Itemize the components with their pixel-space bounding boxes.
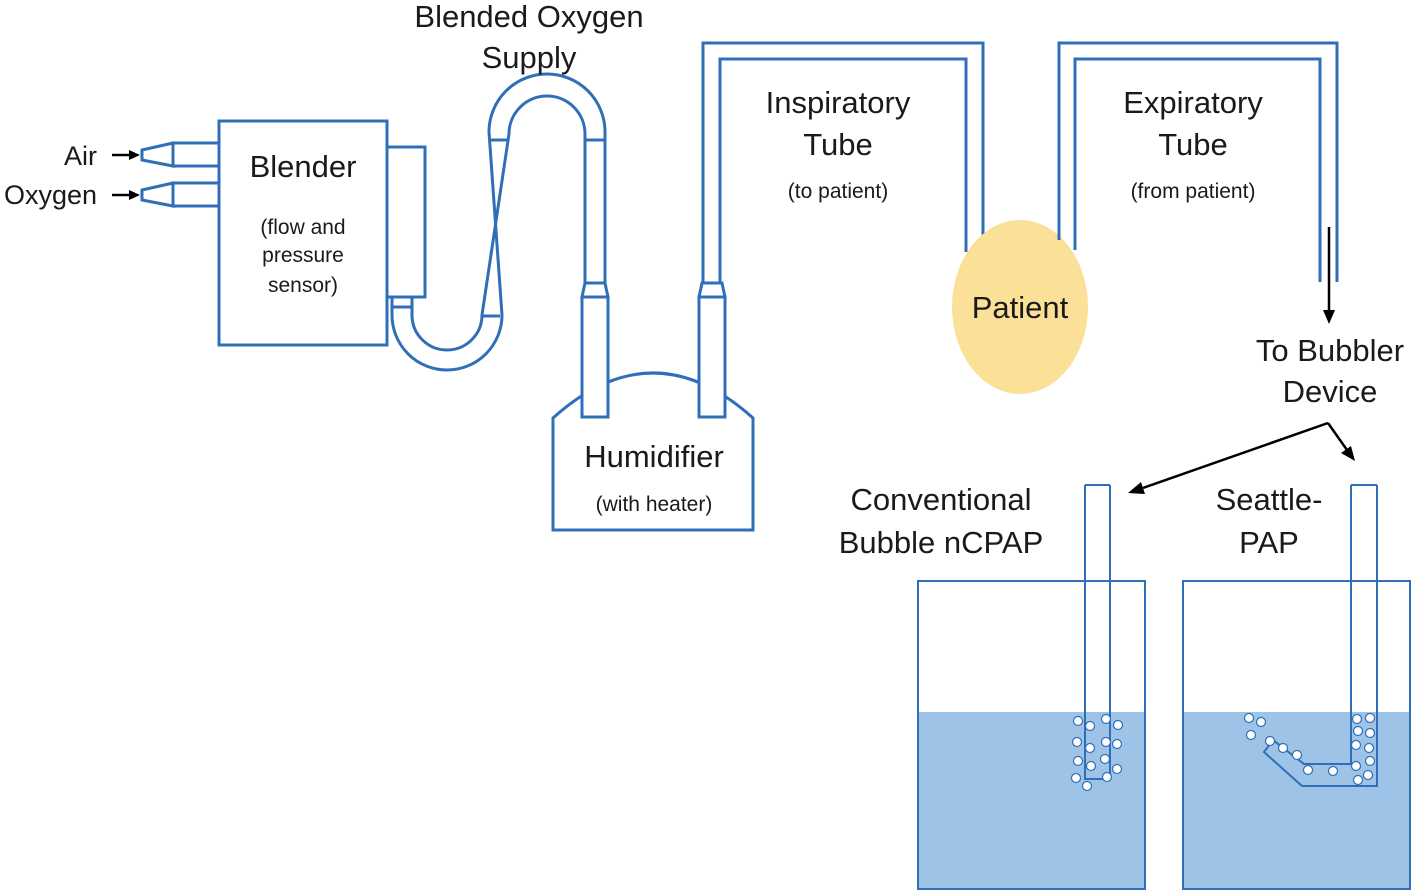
to-bubbler-arrow [1323, 227, 1335, 324]
air-label: Air [64, 141, 97, 171]
seattle-angled-tube [1262, 484, 1378, 787]
humidifier-title: Humidifier [584, 439, 724, 474]
humidifier-outlet [697, 281, 727, 419]
inspiratory-label-line1: Inspiratory [766, 85, 911, 120]
expiratory-tube [1057, 41, 1339, 282]
humidifier-subtitle: (with heater) [596, 493, 713, 516]
seattle-label-line1: Seattle- [1216, 482, 1323, 517]
air-connector [140, 141, 221, 168]
seattle-bubbles [1243, 712, 1376, 786]
air-input-arrow [112, 150, 140, 160]
inspiratory-label-line2: Tube [803, 127, 873, 162]
conventional-label-line2: Bubble nCPAP [839, 525, 1044, 560]
blender-title: Blender [250, 149, 357, 184]
oxygen-connector [140, 181, 221, 208]
conventional-water-bottle [917, 580, 1146, 890]
expiratory-subtitle: (from patient) [1131, 180, 1256, 203]
blender-subtitle-line2: pressure [262, 244, 344, 267]
split-arrow-to-conventional [1128, 421, 1329, 494]
inspiratory-subtitle: (to patient) [788, 180, 888, 203]
patient-node [952, 220, 1088, 394]
blended-oxygen-supply-tube [390, 72, 607, 372]
blender-subtitle-line3: sensor) [268, 274, 338, 297]
seattle-label-line2: PAP [1239, 525, 1299, 560]
bubbler-label-line2: Device [1283, 374, 1378, 409]
conventional-bubbles [1070, 713, 1124, 792]
blender-outlet [385, 145, 427, 299]
conventional-label-line1: Conventional [851, 482, 1032, 517]
seattle-water-bottle [1182, 580, 1411, 890]
blended-supply-label-line1: Blended Oxygen [414, 0, 643, 34]
bubbler-label-line1: To Bubbler [1256, 333, 1404, 368]
inspiratory-tube [701, 41, 985, 283]
split-arrow-to-seattle [1326, 422, 1355, 461]
blender-subtitle-line1: (flow and [260, 216, 345, 239]
humidifier-inlet [580, 281, 610, 419]
patient-label: Patient [972, 290, 1069, 325]
expiratory-label-line2: Tube [1158, 127, 1228, 162]
blended-supply-label-line2: Supply [482, 40, 577, 75]
oxygen-label: Oxygen [4, 180, 97, 210]
conventional-submerged-tube [1084, 484, 1111, 780]
blender-box [217, 119, 389, 347]
expiratory-label-line1: Expiratory [1123, 85, 1263, 120]
oxygen-input-arrow [112, 190, 140, 200]
